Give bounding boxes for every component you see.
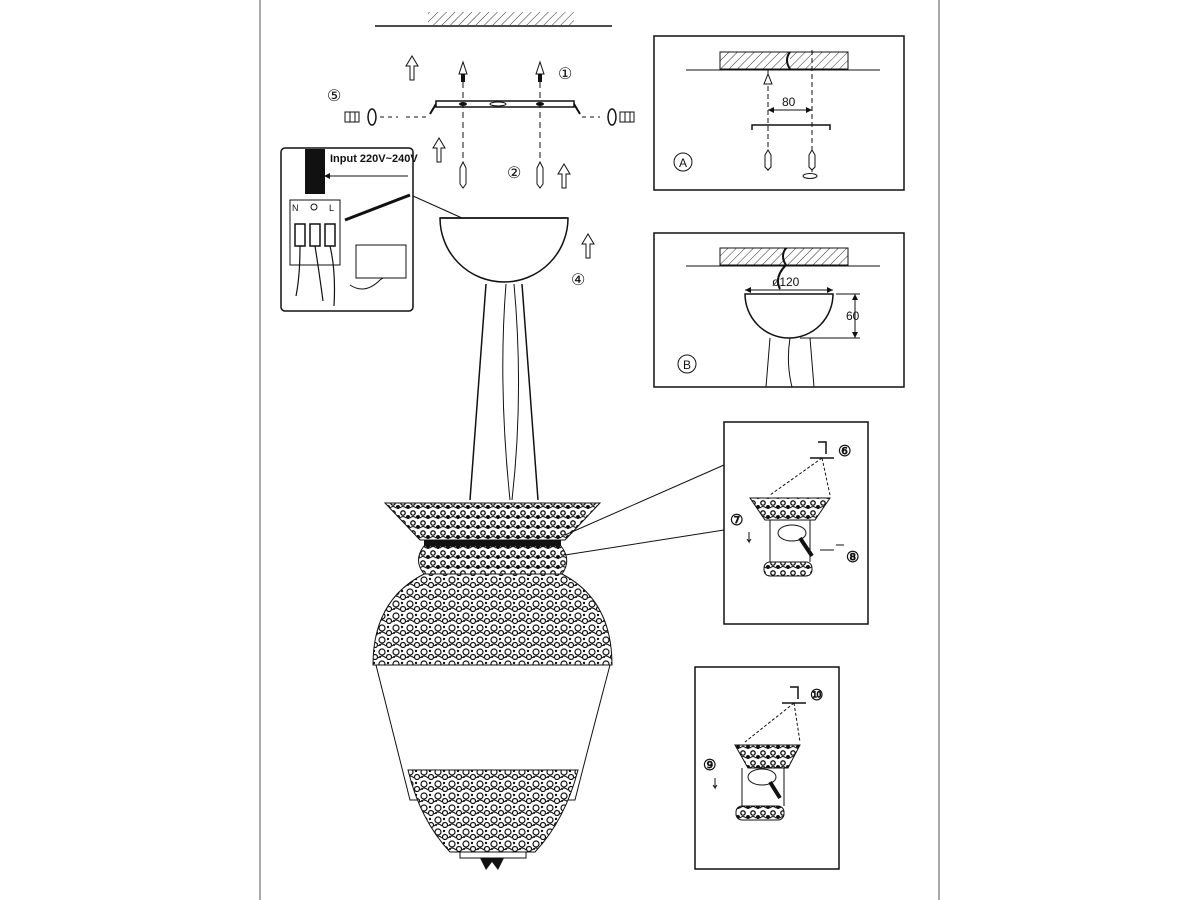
terminal-l-label: L xyxy=(329,203,334,213)
step-6-label: ⑥ xyxy=(838,443,851,460)
step-9-label: ⑨ xyxy=(703,757,716,774)
up-arrows xyxy=(405,55,595,259)
side-screws xyxy=(344,108,635,126)
chandelier-bottom-lace xyxy=(407,769,579,853)
wiring-detail-box: Input 220V~240V N L xyxy=(280,147,463,312)
ceiling xyxy=(375,12,612,27)
wall-anchor-screws xyxy=(458,60,545,189)
mounting-bracket xyxy=(429,100,581,115)
detail-b-diameter: ø120 xyxy=(772,275,800,289)
step-7-label: ⑦ xyxy=(730,512,743,529)
step-1-label: ① xyxy=(558,66,572,83)
chandelier-shoulder xyxy=(372,573,613,666)
detail-bulb-box-2: ⑨ ⑩ xyxy=(694,666,840,870)
chandelier-neck xyxy=(418,545,568,575)
step-10-label: ⑩ xyxy=(810,687,823,704)
chandelier-band xyxy=(424,540,561,546)
step-5-label: ⑤ xyxy=(327,88,341,105)
input-voltage-label: Input 220V~240V xyxy=(330,153,418,165)
chandelier-glass-body xyxy=(375,664,611,801)
chandelier-top-crown xyxy=(383,502,602,541)
detail-a-box: 80 A xyxy=(653,35,905,191)
screwdriver xyxy=(344,193,411,222)
detail-a-dimension: 80 xyxy=(782,95,796,109)
detail-b-letter: B xyxy=(683,358,691,372)
step-8-label: ⑧ xyxy=(846,549,859,566)
suspension-cables xyxy=(469,283,539,501)
detail-a-letter: A xyxy=(679,156,687,170)
detail-b-box: ø120 60 B xyxy=(653,232,905,388)
chandelier-finial-ring xyxy=(459,851,527,859)
detail-b-height: 60 xyxy=(846,309,860,323)
step-2-label: ② xyxy=(507,165,521,182)
step-4-label: ④ xyxy=(571,272,585,289)
chandelier xyxy=(372,502,613,870)
terminal-n-label: N xyxy=(292,203,299,213)
canopy xyxy=(439,217,569,283)
chandelier-finial xyxy=(480,858,504,870)
detail-bulb-box-1: ⑥ ⑦ ⑧ xyxy=(723,421,869,625)
input-cable xyxy=(305,149,325,194)
